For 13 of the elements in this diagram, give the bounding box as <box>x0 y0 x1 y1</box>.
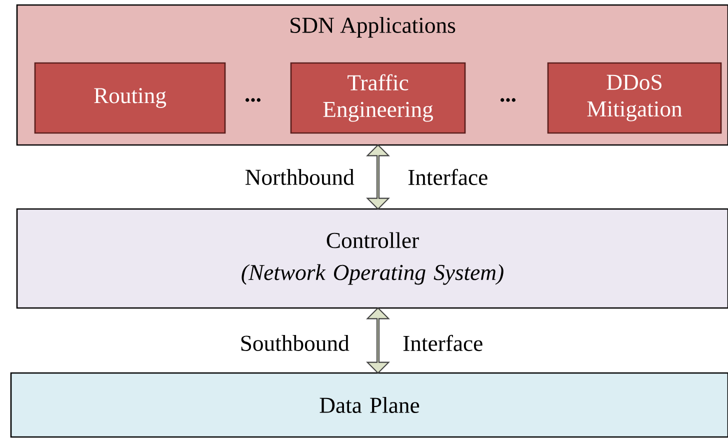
layer-box: Controller (Network Operating System) <box>16 208 728 309</box>
interface-label: Interface <box>403 334 482 352</box>
interface-label: Southbound <box>241 335 350 351</box>
interface-label: Northbound <box>246 169 354 185</box>
layer-box: Data Plane <box>10 372 728 438</box>
ellipsis: ... <box>246 98 260 102</box>
block-arrow <box>366 307 390 374</box>
application-box: Traffic Engineering <box>290 62 466 134</box>
interface-label: Interface <box>408 168 488 186</box>
ellipsis: ... <box>500 98 516 102</box>
application-box: DDoS Mitigation <box>547 62 722 134</box>
block-arrow <box>366 144 390 210</box>
application-box: Routing <box>34 62 226 134</box>
